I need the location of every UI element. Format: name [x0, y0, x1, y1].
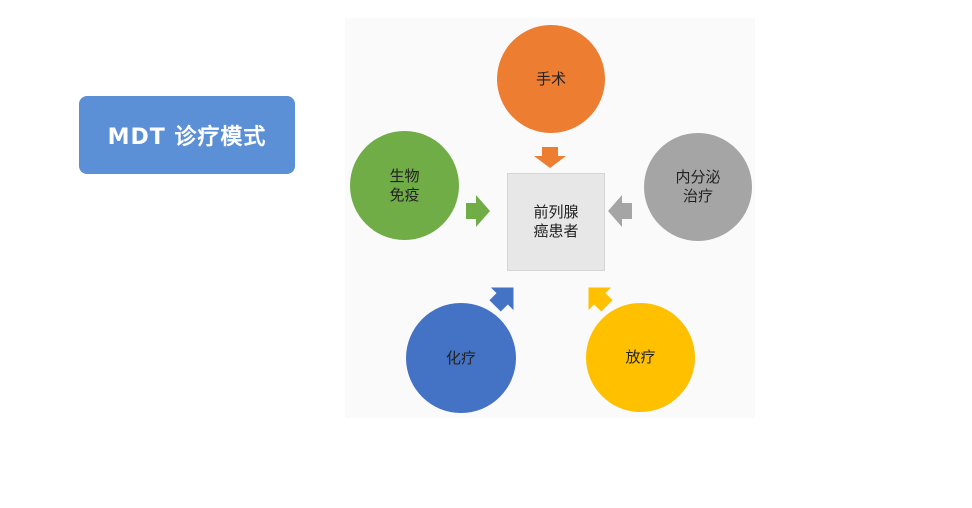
node-endocrine: 内分泌 治疗: [644, 133, 752, 241]
title-text: MDT 诊疗模式: [107, 125, 267, 150]
node-chemotherapy-label: 化疗: [445, 348, 476, 367]
title-box: MDT 诊疗模式: [79, 96, 295, 174]
node-endocrine-label: 内分泌 治疗: [675, 168, 721, 205]
node-chemotherapy: 化疗: [406, 303, 516, 413]
node-immunity: 生物 免疫: [350, 131, 459, 240]
center-node: 前列腺 癌患者: [507, 173, 605, 271]
node-radiotherapy: 放疗: [586, 303, 695, 412]
node-immunity-label: 生物 免疫: [389, 166, 420, 204]
node-surgery-label: 手术: [535, 69, 566, 88]
node-radiotherapy-label: 放疗: [625, 348, 656, 367]
center-node-label: 前列腺 癌患者: [533, 202, 579, 241]
node-surgery: 手术: [497, 25, 605, 133]
